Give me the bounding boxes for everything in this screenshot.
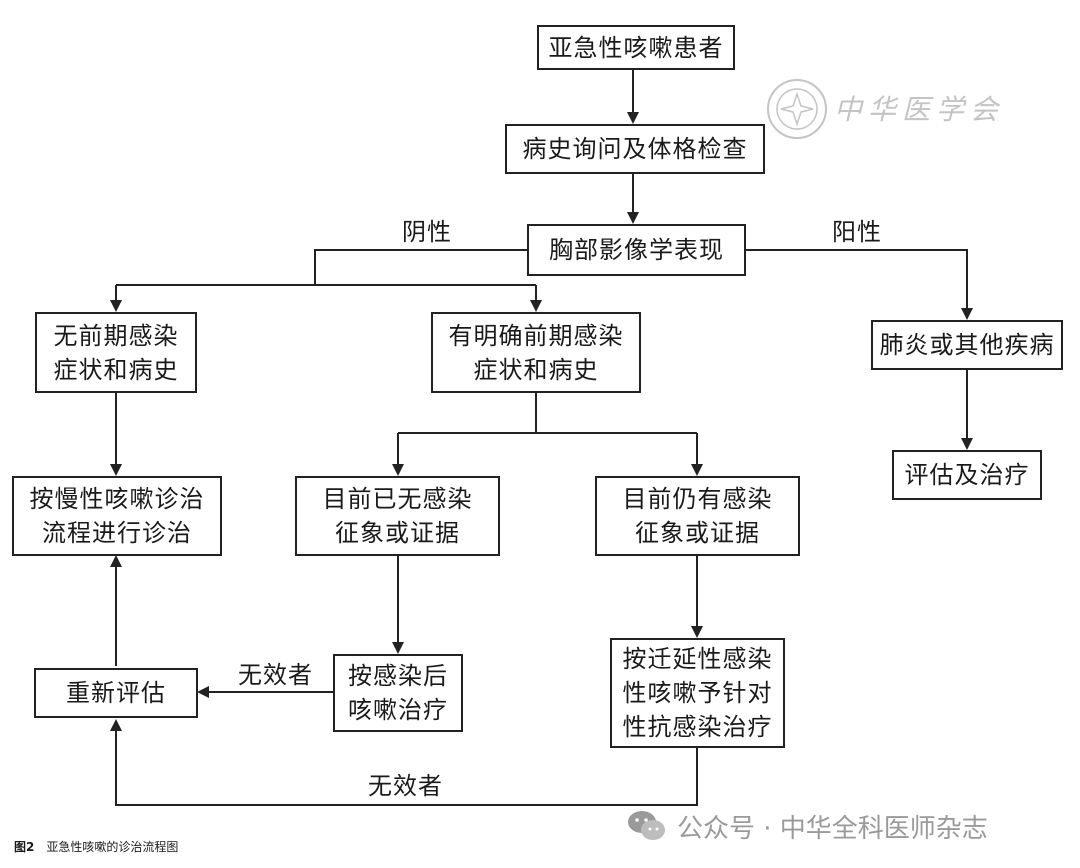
node-reassess-text: 重新评估 xyxy=(66,679,166,707)
figure-number: 图2 xyxy=(14,840,35,854)
node-no-infection: 无前期感染 症状和病史 xyxy=(35,312,197,393)
node-no-current-signs-line-2: 征象或证据 xyxy=(335,519,460,547)
node-assess-treat: 评估及治疗 xyxy=(892,450,1042,500)
edge-imaging-negative-trunk xyxy=(314,249,529,285)
node-prolonged-tx: 按迁延性感染 性咳嗽予针对 性抗感染治疗 xyxy=(610,638,785,748)
node-chronic-protocol: 按慢性咳嗽诊治 流程进行诊治 xyxy=(12,476,222,556)
node-has-infection-line-1: 有明确前期感染 xyxy=(448,321,624,350)
node-current-signs-line-2: 征象或证据 xyxy=(635,519,760,547)
node-history-text: 病史询问及体格检查 xyxy=(522,135,748,163)
edge-label-positive: 阳性 xyxy=(832,218,882,246)
node-no-current-signs-line-1: 目前已无感染 xyxy=(322,485,473,513)
node-imaging-text: 胸部影像学表现 xyxy=(549,236,724,264)
figure-caption: 图2 亚急性咳嗽的诊治流程图 xyxy=(14,838,178,855)
node-no-infection-line-1: 无前期感染 xyxy=(53,321,179,350)
watermark-text: 公众号 · 中华全科医师杂志 xyxy=(677,813,988,844)
watermark: 公众号 · 中华全科医师杂志 xyxy=(627,806,988,846)
node-prolonged-tx-line-3: 性抗感染治疗 xyxy=(622,713,773,741)
node-pneumonia: 肺炎或其他疾病 xyxy=(871,320,1063,370)
edge-label-negative: 阴性 xyxy=(402,218,452,246)
node-prolonged-tx-line-2: 性咳嗽予针对 xyxy=(622,679,773,707)
seal-icon xyxy=(767,79,827,139)
node-reassess: 重新评估 xyxy=(34,668,198,718)
node-post-infection-tx-line-2: 咳嗽治疗 xyxy=(348,696,448,724)
node-post-infection-tx: 按感染后 咳嗽治疗 xyxy=(333,654,463,732)
node-history: 病史询问及体格检查 xyxy=(505,124,765,174)
node-imaging: 胸部影像学表现 xyxy=(527,224,746,276)
node-has-infection: 有明确前期感染 症状和病史 xyxy=(431,312,641,393)
node-pneumonia-text: 肺炎或其他疾病 xyxy=(879,331,1055,359)
node-no-current-signs: 目前已无感染 征象或证据 xyxy=(295,476,500,556)
edge-label-ineffective-1: 无效者 xyxy=(238,661,313,689)
node-start-text: 亚急性咳嗽患者 xyxy=(548,33,724,62)
node-start: 亚急性咳嗽患者 xyxy=(537,25,735,70)
edge-label-ineffective-2: 无效者 xyxy=(368,772,443,800)
node-current-signs-line-1: 目前仍有感染 xyxy=(622,485,773,513)
node-no-infection-line-2: 症状和病史 xyxy=(53,355,179,384)
node-prolonged-tx-line-1: 按迁延性感染 xyxy=(622,645,773,673)
wechat-icon xyxy=(628,811,665,840)
figure-title: 亚急性咳嗽的诊治流程图 xyxy=(46,840,179,854)
edge-prolonged-tx-reassess xyxy=(110,719,698,806)
node-post-infection-tx-line-1: 按感染后 xyxy=(348,662,448,690)
node-chronic-protocol-line-1: 按慢性咳嗽诊治 xyxy=(29,485,205,513)
node-assess-treat-text: 评估及治疗 xyxy=(904,461,1030,489)
node-has-infection-line-2: 症状和病史 xyxy=(473,355,599,384)
node-chronic-protocol-line-2: 流程进行诊治 xyxy=(42,519,192,547)
node-current-signs: 目前仍有感染 征象或证据 xyxy=(595,476,800,556)
seal-text: 中华医学会 xyxy=(834,93,1005,126)
edge-imaging-positive xyxy=(746,249,973,320)
